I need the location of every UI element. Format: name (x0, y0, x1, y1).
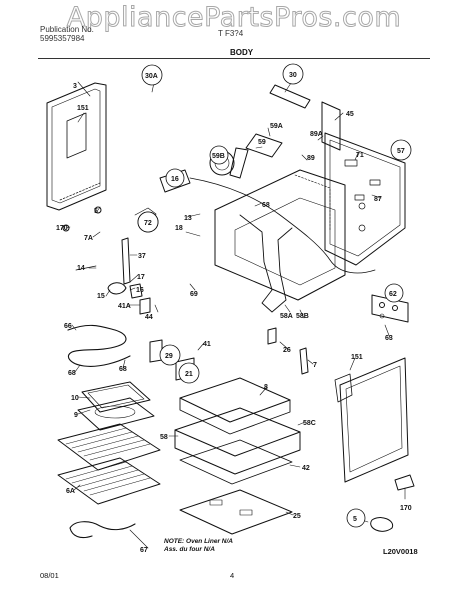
part-label: 66 (64, 323, 72, 330)
drawer-assembly (174, 377, 301, 485)
oven-rack-upper (57, 423, 161, 471)
part-label: 59B (212, 153, 225, 160)
liner-note: NOTE: Oven Liner N/A Ass. du four N/A (164, 538, 233, 554)
part-label: 17 (137, 274, 145, 281)
part-label: 8 (264, 384, 268, 391)
diagram-code: L20V0018 (383, 547, 418, 556)
callout-circle (137, 211, 159, 233)
drawer-bottom (179, 489, 293, 535)
broil-element (67, 324, 131, 367)
part-label: 9 (74, 412, 78, 419)
part-label: 16 (171, 176, 179, 183)
part-label: 59 (258, 139, 266, 146)
hardware-parts (62, 206, 415, 532)
part-label: 7A (84, 235, 93, 242)
part-label: 69 (190, 291, 198, 298)
part-label: 89 (307, 155, 315, 162)
leader-lines (65, 77, 406, 549)
oven-rack-lower (57, 457, 161, 505)
part-label: 21 (185, 371, 193, 378)
part-label: 170 (56, 225, 68, 232)
part-label: 7 (313, 362, 317, 369)
part-label: 30A (145, 73, 158, 80)
part-label: 62 (389, 291, 397, 298)
broiler-pan (77, 381, 155, 431)
side-panel-right (334, 357, 409, 483)
part-label: 58C (303, 420, 316, 427)
part-label: 151 (351, 354, 363, 361)
wire-harness (189, 177, 376, 274)
part-label: 37 (138, 253, 146, 260)
part-label: 6A (66, 488, 75, 495)
watermark: AppliancePartsPros.com (66, 2, 402, 34)
rear-panel (324, 132, 406, 266)
part-label: 16 (136, 287, 144, 294)
part-label: 29 (165, 353, 173, 360)
part-label: 151 (77, 105, 89, 112)
part-label: 15 (97, 293, 105, 300)
part-label: 59A (270, 123, 283, 130)
part-label: 18 (175, 225, 183, 232)
callout-circle (390, 139, 412, 161)
part-callouts: 3 151 30A 30 45 59A 89A 59 89 71 59B 57 … (56, 63, 412, 554)
callout-circle (165, 168, 185, 188)
part-label: 58B (296, 313, 309, 320)
part-label: 3 (73, 83, 77, 90)
part-label: 67 (140, 547, 148, 554)
side-panel-left (46, 82, 107, 211)
part-label: 68 (262, 202, 270, 209)
part-label: 42 (302, 465, 310, 472)
liner-note-french: Ass. du four N/A (164, 546, 215, 553)
part-label: 41 (203, 341, 211, 348)
part-label: 44 (145, 314, 153, 321)
callout-circle (159, 344, 181, 366)
part-label: 13 (184, 215, 192, 222)
header-rule (38, 58, 430, 59)
part-label: 87 (374, 196, 382, 203)
part-label: 170 (400, 505, 412, 512)
part-label: 45 (346, 111, 354, 118)
publication-number: 5995357984 (40, 34, 85, 43)
callout-circle (282, 63, 304, 85)
part-label: 58A (280, 313, 293, 320)
part-label: 26 (283, 347, 291, 354)
part-label: 5 (94, 208, 98, 215)
part-label: 30 (289, 72, 297, 79)
page-number: 4 (230, 571, 235, 580)
section-title: BODY (230, 48, 254, 57)
part-label: 89A (310, 131, 323, 138)
part-label: 5 (353, 516, 357, 523)
part-label: 41A (118, 303, 131, 310)
part-label: 10 (71, 395, 79, 402)
publication-label: Publication No. (40, 25, 94, 34)
callout-circle (346, 508, 366, 528)
part-label: 71 (356, 152, 364, 159)
part-label: 58 (160, 434, 168, 441)
callout-circle (209, 145, 229, 165)
part-label: 72 (144, 220, 152, 227)
part-label: 68 (119, 366, 127, 373)
bake-element (69, 521, 136, 539)
liner-note-english: NOTE: Oven Liner N/A (164, 538, 233, 545)
part-label: 14 (77, 265, 85, 272)
cabinet-frame (214, 169, 346, 313)
part-label: 57 (397, 148, 405, 155)
revision-date: 08/01 (40, 571, 59, 580)
callout-circle (384, 283, 404, 303)
part-label: 63 (385, 335, 393, 342)
callout-circle (178, 362, 200, 384)
callout-circle (141, 64, 163, 86)
part-label: 25 (293, 513, 301, 520)
model-number: T F3?4 (218, 29, 244, 38)
part-label: 68 (68, 370, 76, 377)
